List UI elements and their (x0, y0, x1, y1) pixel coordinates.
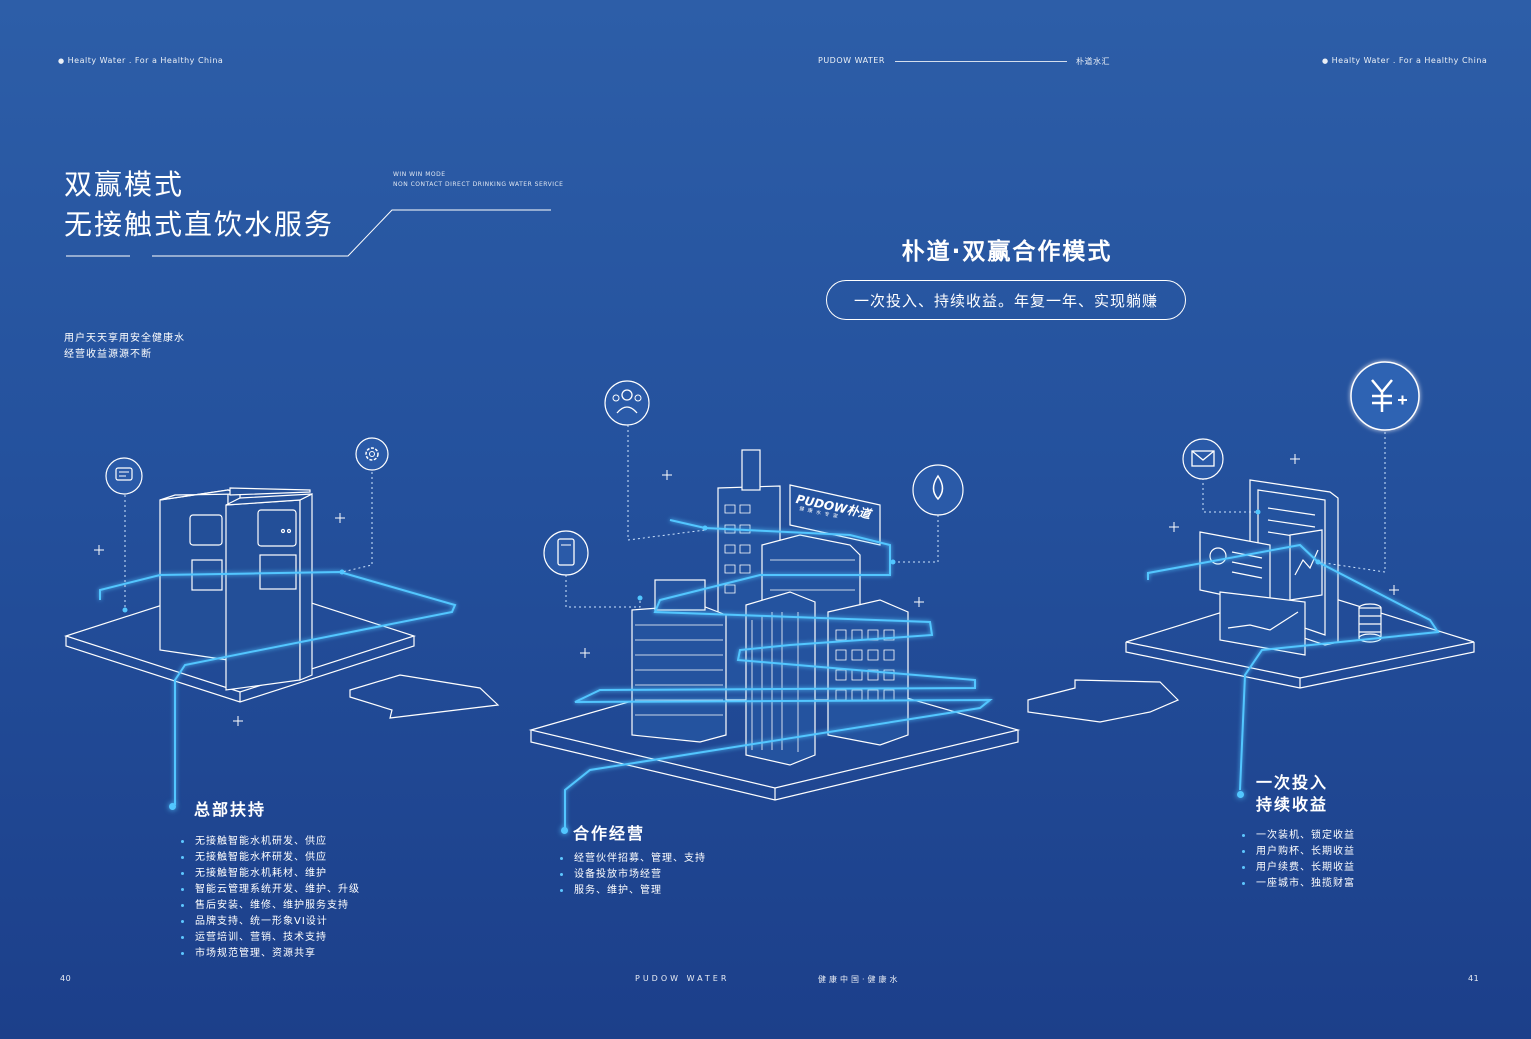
model-title: 朴道·双赢合作模式 (901, 239, 1113, 265)
income-title-line1: 一次投入 (1256, 773, 1329, 792)
list-item: 经营伙伴招募、管理、支持 (560, 851, 706, 867)
water-drop-icon (912, 464, 964, 516)
chat-icon (105, 457, 143, 495)
arrow-right-shape (349, 674, 500, 719)
hero-en-subtitle: WIN WIN MODE NON CONTACT DIRECT DRINKING… (393, 170, 563, 190)
drop-bullet-icon: ● (1322, 57, 1329, 65)
gear-icon (355, 437, 389, 471)
list-item: 无接触智能水杯研发、供应 (181, 850, 360, 866)
hq-list: 无接触智能水机研发、供应 无接触智能水杯研发、供应 无接触智能水机耗材、维护 智… (181, 834, 360, 962)
hero-desc-line1: 用户天天享用安全健康水 (64, 333, 185, 344)
model-slogan-pill: 一次投入、持续收益。年复一年、实现躺赚 (826, 280, 1186, 320)
hq-title: 总部扶持 (194, 800, 267, 819)
hero-en-line2: NON CONTACT DIRECT DRINKING WATER SERVIC… (393, 181, 564, 188)
water-dispenser-right (225, 487, 313, 691)
arrow-left-shape (1027, 679, 1180, 723)
center-node-dots (637, 525, 896, 601)
city-buildings (631, 449, 909, 766)
income-marker-dot (1237, 791, 1244, 798)
coop-marker-dot (561, 827, 568, 834)
header-left-tagline: ● Healty Water . For a Healthy China (58, 56, 223, 65)
hero-en-line1: WIN WIN MODE (393, 171, 446, 178)
model-slogan: 一次投入、持续收益。年复一年、实现躺赚 (853, 291, 1158, 310)
list-item: 市场规范管理、资源共享 (181, 946, 360, 962)
list-item: 服务、维护、管理 (560, 883, 706, 899)
list-item: 智能云管理系统开发、维护、升级 (181, 882, 360, 898)
income-title: 一次投入 持续收益 (1256, 772, 1328, 816)
coin-stack (1358, 603, 1382, 643)
hero-desc-line2: 经营收益源源不断 (64, 349, 152, 360)
center-dotted-connectors (565, 425, 939, 608)
footer-brand: PUDOW WATER (635, 974, 730, 983)
hero-description: 用户天天享用安全健康水 经营收益源源不断 (64, 331, 185, 363)
list-item: 无接触智能水机研发、供应 (181, 834, 360, 850)
yuan-plus-icon (1350, 361, 1420, 431)
drop-bullet-icon: ● (58, 57, 65, 65)
income-title-line2: 持续收益 (1256, 795, 1329, 814)
list-item: 无接触智能水机耗材、维护 (181, 866, 360, 882)
list-item: 品牌支持、统一形象VI设计 (181, 914, 360, 930)
page-number-right: 41 (1468, 974, 1480, 983)
mail-icon (1182, 438, 1224, 480)
list-item: 运营培训、营销、技术支持 (181, 930, 360, 946)
page-number-left: 40 (60, 974, 72, 983)
hero-title-line1: 双赢模式 (64, 168, 185, 201)
hero-title-line2: 无接触式直饮水服务 (64, 208, 335, 241)
list-item: 一次装机、锁定收益 (1242, 828, 1355, 844)
header-left-text: Healty Water . For a Healthy China (67, 56, 224, 65)
right-dotted-connectors (1202, 432, 1386, 573)
people-icon (604, 380, 650, 426)
left-dotted-connectors (124, 472, 373, 610)
hero-decor-lines (66, 209, 551, 257)
header-center-brand: PUDOW WATER (818, 56, 885, 65)
hero-title: 双赢模式 无接触式直饮水服务 (64, 165, 334, 245)
header-divider (895, 61, 1067, 62)
left-glow-path (99, 570, 457, 805)
hq-marker-dot (169, 803, 176, 810)
list-item: 用户购杯、长期收益 (1242, 844, 1355, 860)
list-item: 售后安装、维修、维护服务支持 (181, 898, 360, 914)
phone-icon (543, 530, 589, 576)
center-glow-path (564, 519, 993, 830)
header-right-text: Healty Water . For a Healthy China (1331, 56, 1488, 65)
header-center-right: 朴道水汇 (1076, 57, 1110, 66)
header-right-tagline: ● Healty Water . For a Healthy China (1322, 56, 1487, 65)
left-node-dots (122, 569, 345, 613)
list-item: 用户续费、长期收益 (1242, 860, 1355, 876)
list-item: 设备投放市场经营 (560, 867, 706, 883)
right-glow-path (1147, 543, 1440, 791)
right-node-dots (1255, 509, 1321, 565)
coop-title: 合作经营 (573, 824, 646, 843)
coop-list: 经营伙伴招募、管理、支持 设备投放市场经营 服务、维护、管理 (560, 851, 706, 899)
billboard (789, 484, 881, 546)
income-list: 一次装机、锁定收益 用户购杯、长期收益 用户续费、长期收益 一座城市、独揽财富 (1242, 828, 1355, 892)
graph-card (1289, 529, 1323, 601)
list-item: 一座城市、独揽财富 (1242, 876, 1355, 892)
plus-marks (94, 454, 1399, 726)
chart-card (1219, 591, 1306, 656)
footer-slogan: 健康中国·健康水 (818, 975, 901, 984)
